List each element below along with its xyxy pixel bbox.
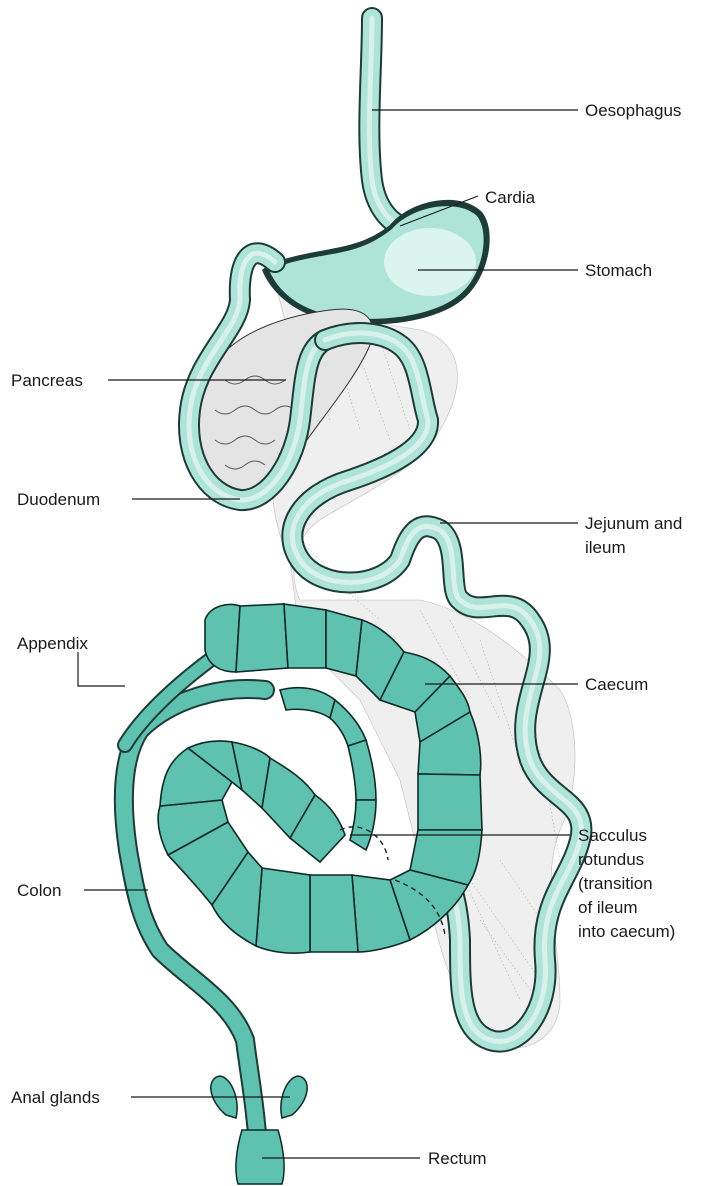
- label-sacculus-line4: of ileum: [578, 898, 638, 917]
- label-oesophagus: Oesophagus: [585, 101, 681, 120]
- label-cardia: Cardia: [485, 188, 536, 207]
- label-jejunum-line2: ileum: [585, 538, 626, 557]
- label-sacculus-line3: (transition: [578, 874, 653, 893]
- label-pancreas: Pancreas: [11, 371, 83, 390]
- label-jejunum-line1: Jejunum and: [585, 514, 682, 533]
- label-stomach: Stomach: [585, 261, 652, 280]
- label-sacculus-line2: rotundus: [578, 850, 644, 869]
- label-sacculus-line5: into caecum): [578, 922, 675, 941]
- label-appendix: Appendix: [17, 634, 88, 653]
- label-sacculus-line1: Sacculus: [578, 826, 647, 845]
- label-anal-glands: Anal glands: [11, 1088, 100, 1107]
- oesophagus: [369, 18, 400, 226]
- label-rectum: Rectum: [428, 1149, 487, 1168]
- label-caecum: Caecum: [585, 675, 648, 694]
- label-duodenum: Duodenum: [17, 490, 100, 509]
- leader-appendix: [78, 652, 125, 686]
- label-colon: Colon: [17, 881, 61, 900]
